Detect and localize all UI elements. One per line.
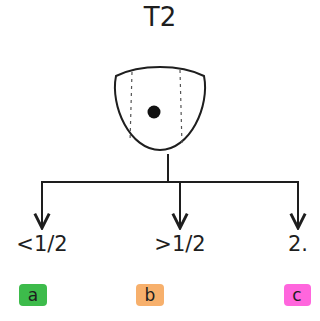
lens-outline [108,62,212,154]
node-text: c [292,285,303,305]
outcome-text: >1/2 [150,230,211,258]
node-text: 2. [287,232,309,256]
dot [148,106,161,119]
outcome-text: 2. [283,230,313,258]
node-text: <1/2 [16,232,69,256]
outcome-text: <1/2 [12,230,73,258]
lens-node: T2 [108,2,212,154]
branch-arrow [168,154,298,228]
dashed-guide [180,70,182,146]
branch-arrow [42,154,168,228]
branch-arrow [168,154,180,228]
dashed-guide [130,72,132,142]
node-text: b [144,285,156,305]
heading-text: T2 [108,2,212,32]
node-text: >1/2 [154,232,207,256]
class-chip: b [136,284,164,306]
node-text: a [27,285,39,305]
lens-shape [115,67,205,150]
class-chip: c [284,284,311,306]
class-chip: a [19,284,47,306]
